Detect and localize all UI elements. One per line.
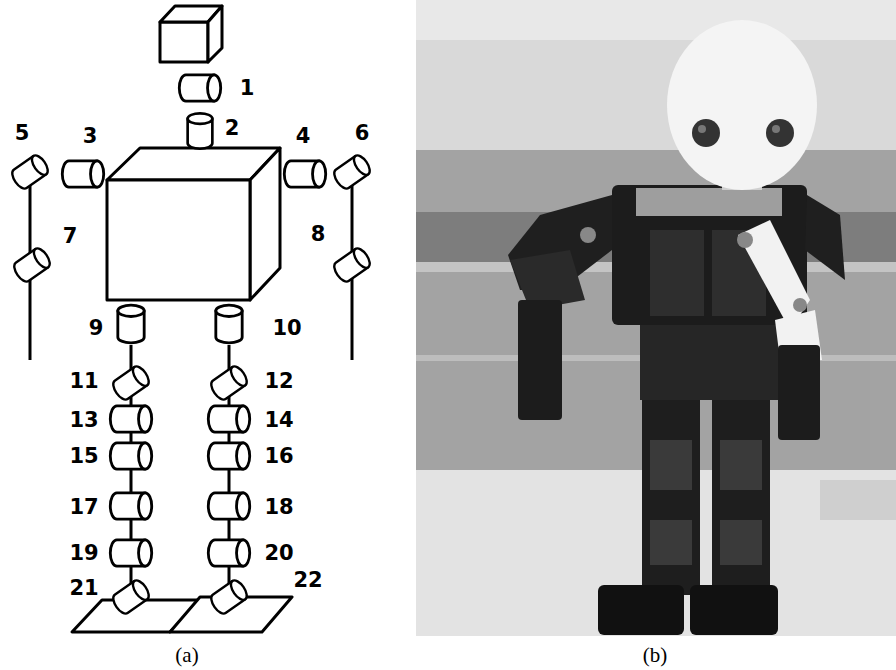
joint-cylinder [110, 443, 151, 469]
callout-number: 22 [293, 570, 322, 591]
joint-cylinder [331, 246, 373, 285]
joint-cylinder [216, 305, 242, 343]
callout-number: 4 [296, 126, 311, 147]
callout-number: 17 [69, 497, 98, 518]
callout-number: 15 [69, 446, 98, 467]
joint-cylinder [208, 493, 249, 519]
subfigure-label: (b) [643, 645, 668, 666]
callout-number: 12 [264, 371, 293, 392]
joint-cylinder [208, 540, 249, 566]
joint-cylinder [179, 75, 220, 101]
joint-cylinder [208, 406, 249, 432]
subfigure-label: (a) [175, 645, 198, 666]
callout-number: 1 [240, 78, 255, 99]
callout-number: 11 [69, 371, 98, 392]
joint-cylinder [110, 364, 152, 403]
callout-number: 5 [15, 123, 30, 144]
torso-box [107, 148, 280, 300]
joint-cylinder [11, 246, 53, 285]
callout-number: 13 [69, 410, 98, 431]
joint-cylinder [62, 161, 103, 187]
head-cube [160, 6, 222, 62]
joint-cylinder [208, 578, 250, 617]
robot-photo [416, 0, 896, 636]
joint-cylinder [110, 540, 151, 566]
joint-cylinder [331, 153, 373, 192]
joint-cylinder [9, 153, 51, 192]
callout-number: 18 [264, 497, 293, 518]
joint-cylinder [208, 443, 249, 469]
joint-cylinder [284, 161, 325, 187]
callout-number: 14 [264, 410, 293, 431]
callout-number: 19 [69, 543, 98, 564]
callout-number: 20 [264, 543, 293, 564]
callout-number: 6 [355, 123, 370, 144]
callout-number: 3 [83, 126, 98, 147]
callout-number: 9 [89, 318, 104, 339]
joint-cylinder [110, 493, 151, 519]
joint-schematic [9, 6, 373, 632]
joint-cylinder [118, 305, 144, 343]
joint-cylinder [208, 364, 250, 403]
joint-cylinder [110, 578, 152, 617]
callout-number: 8 [311, 224, 326, 245]
callout-number: 16 [264, 446, 293, 467]
callout-number: 2 [225, 118, 240, 139]
joint-cylinder [188, 113, 213, 148]
callout-number: 21 [69, 578, 98, 599]
joint-cylinder [110, 406, 151, 432]
callout-number: 10 [272, 318, 301, 339]
callout-number: 7 [63, 226, 78, 247]
